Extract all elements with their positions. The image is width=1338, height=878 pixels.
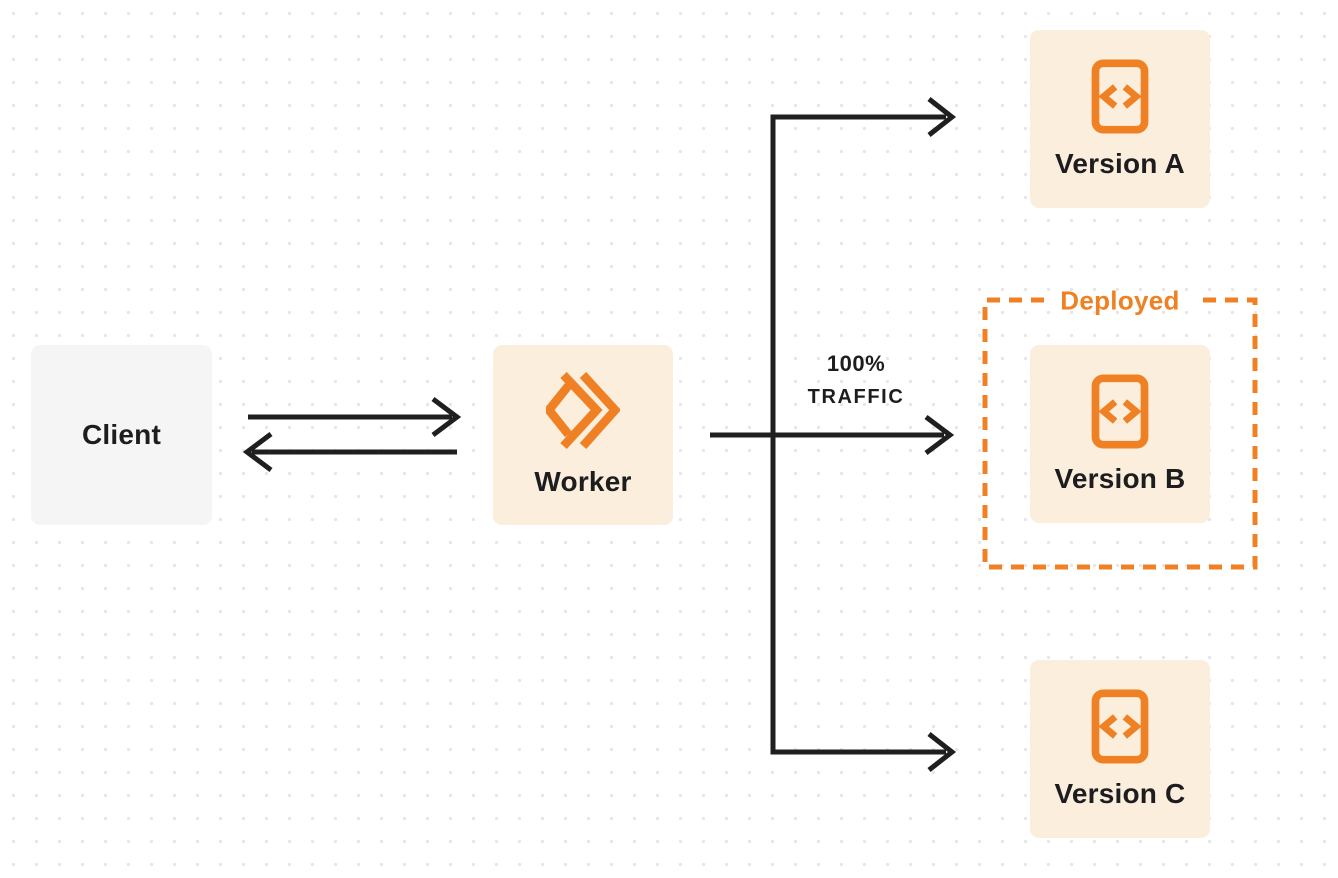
arrow-worker-to-client-head [242, 432, 273, 472]
version-label: Version B [1054, 462, 1186, 494]
worker-label: Worker [534, 466, 632, 497]
version-a-node: Version A [1030, 30, 1210, 208]
code-file-icon [1091, 373, 1149, 449]
version-label: Version A [1055, 147, 1185, 179]
traffic-annotation: 100% TRAFFIC [808, 351, 905, 409]
deployed-dashed-border [982, 297, 1258, 570]
branch-line-to-version-c-head [927, 732, 957, 772]
client-node: Client [31, 345, 212, 525]
branch-line-to-version-a-head [927, 97, 957, 137]
deployed-label: Deployed [1060, 285, 1180, 316]
version-label: Version C [1054, 777, 1186, 809]
branch-line-to-version-c [770, 435, 946, 755]
code-file-icon [1091, 688, 1149, 764]
branch-line-to-version-a [770, 114, 946, 435]
version-b-node: Version B [1030, 345, 1210, 523]
arrow-client-to-worker-head [431, 397, 462, 437]
cloudflare-workers-icon [543, 371, 622, 450]
client-label: Client [82, 419, 161, 450]
traffic-percent-label: 100% [826, 351, 886, 376]
version-c-node: Version C [1030, 660, 1210, 838]
traffic-word-label: TRAFFIC [807, 386, 905, 408]
worker-node: Worker [493, 345, 673, 525]
code-file-icon [1091, 58, 1149, 134]
arrow-worker-to-version-b-head [924, 415, 955, 455]
